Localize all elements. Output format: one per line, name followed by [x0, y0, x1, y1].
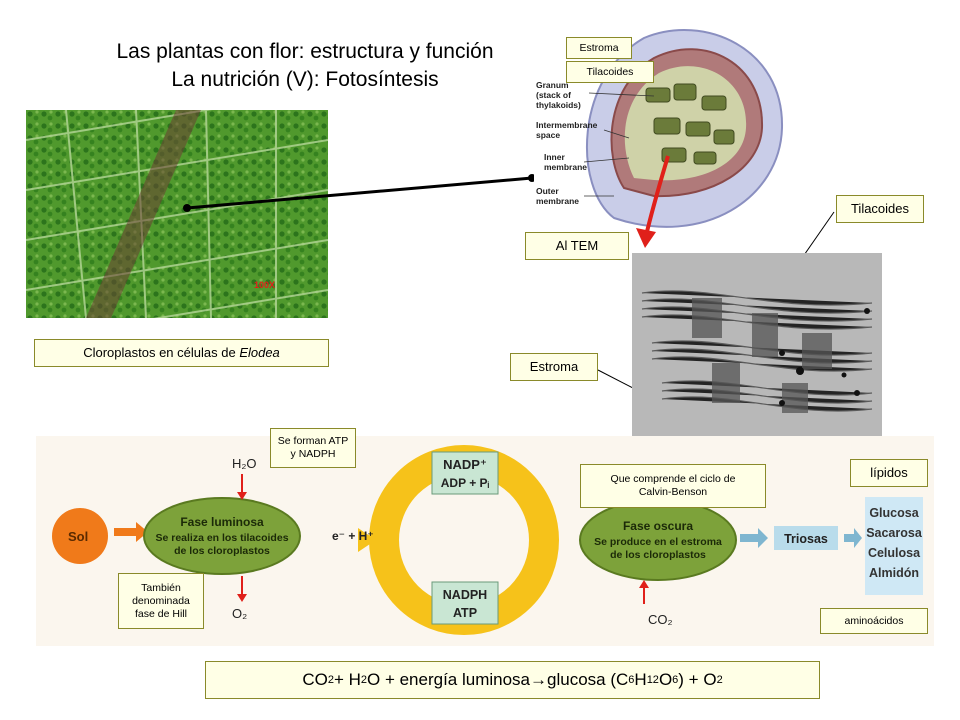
intermembrane-label-2: space: [536, 130, 560, 140]
fase-luminosa-shape: [143, 497, 301, 575]
granum-label-1: Granum: [536, 80, 569, 90]
note-hill-line-2: denominada: [132, 594, 190, 607]
fase-oscura-desc-1: Se produce en el estroma: [594, 536, 722, 548]
product-sacarosa: Sacarosa: [866, 526, 922, 540]
tag-tilacoides-tem: Tilacoides: [836, 195, 924, 223]
tem-label: Al TEM: [525, 232, 629, 260]
o2-label: O₂: [232, 606, 247, 621]
granum-label-3: thylakoids): [536, 100, 581, 110]
eq-sub-h12: 12: [646, 674, 659, 686]
eq-h: H: [634, 670, 647, 689]
eq-co2: CO: [302, 670, 328, 689]
tag-aminoacidos: aminoácidos: [820, 608, 928, 634]
fase-oscura-desc-2: de los cloroplastos: [610, 549, 706, 561]
caption-prefix: Cloroplastos en células de: [83, 345, 236, 360]
outer-membrane-label-2: membrane: [536, 196, 579, 206]
electrons-label: e⁻ + H⁺: [332, 529, 374, 543]
nadp-top-1: NADP⁺: [443, 457, 487, 472]
eq-sub-h2: 2: [360, 674, 367, 686]
fase-oscura-title: Fase oscura: [623, 519, 693, 533]
sun-shape: [52, 508, 108, 564]
granum-label-2: (stack of: [536, 90, 571, 100]
note-hill-line-1: También: [141, 581, 181, 594]
product-glucosa: Glucosa: [869, 506, 919, 520]
fase-luminosa-desc-1: Se realiza en los tilacoides: [155, 532, 288, 544]
note-atp-line-2: y NADPH: [290, 448, 336, 460]
note-calvin-line-1: Que comprende el ciclo de: [610, 473, 736, 485]
tag-estroma-tem: Estroma: [510, 353, 598, 381]
h2o-label: H₂O: [232, 456, 257, 471]
note-atp-nadph: Se forman ATP y NADPH: [270, 428, 356, 468]
intermembrane-label-1: Intermembrane: [536, 120, 598, 130]
title-line-2: La nutrición (V): Fotosíntesis: [171, 68, 439, 91]
eq-o-energia: O + energía luminosa: [367, 670, 531, 689]
red-zoom-arrow: [636, 155, 670, 248]
connector-dot-start: [183, 204, 191, 212]
micrograph-caption: Cloroplastos en células de Elodea: [34, 339, 329, 367]
process-illustration: Sol Fase luminosa Se realiza en los tila…: [52, 445, 862, 635]
tag-estroma-diagram: Estroma: [566, 37, 632, 59]
note-calvin-benson: Que comprende el ciclo de Calvin-Benson: [580, 464, 766, 508]
nadph-bottom-1: NADPH: [443, 588, 487, 602]
eq-sub-c6: 6: [628, 674, 635, 686]
co2-label: CO₂: [648, 612, 673, 627]
tem-image: [632, 253, 882, 437]
eq-sub-co2: 2: [327, 674, 334, 686]
note-calvin-line-2: Calvin-Benson: [638, 486, 708, 498]
note-atp-line-1: Se forman ATP: [277, 435, 349, 447]
elodea-micrograph: 100X: [26, 110, 328, 318]
note-fase-hill: También denominada fase de Hill: [118, 573, 204, 629]
nadph-bottom-2: ATP: [453, 606, 477, 620]
tag-tilacoides-diagram: Tilacoides: [566, 61, 654, 83]
nadp-top-box: [431, 451, 499, 495]
inner-membrane-label-2: membrane: [544, 162, 587, 172]
page-title: Las plantas con flor: estructura y funci…: [60, 38, 550, 94]
products-list: Glucosa Sacarosa Celulosa Almidón: [865, 497, 923, 595]
triosas-box: [774, 526, 838, 550]
note-hill-line-3: fase de Hill: [135, 607, 187, 620]
sun-label: Sol: [68, 529, 88, 544]
eq-arrow: →: [530, 670, 548, 689]
eq-o: O: [658, 670, 673, 689]
triosas-label: Triosas: [784, 532, 828, 546]
fase-luminosa-title: Fase luminosa: [180, 515, 264, 529]
eq-sub-o6: 6: [672, 674, 679, 686]
eq-glucosa: glucosa (C: [547, 670, 629, 689]
outer-membrane-label-1: Outer: [536, 186, 559, 196]
product-celulosa: Celulosa: [867, 546, 921, 560]
elodea-micrograph-image: 100X: [26, 110, 328, 318]
tem-micrograph: [632, 253, 882, 437]
eq-close-o: ) + O: [678, 670, 717, 689]
tag-lipidos: lípidos: [850, 459, 928, 487]
eq-sub-o2: 2: [716, 674, 723, 686]
scale-label: 100X: [254, 280, 275, 290]
fase-luminosa-desc-2: de los cloroplastos: [174, 545, 270, 557]
inner-membrane-label-1: Inner: [544, 152, 565, 162]
product-almidon: Almidón: [869, 566, 919, 580]
zoom-connector-line: [186, 176, 533, 210]
nadph-bottom-box: [431, 581, 499, 625]
chloroplast-illustration: Granum (stack of thylakoids) Intermembra…: [536, 29, 784, 228]
eq-plus-h: + H: [333, 670, 361, 689]
caption-species: Elodea: [239, 345, 280, 360]
title-line-1: Las plantas con flor: estructura y funci…: [116, 40, 494, 63]
nadp-top-2: ADP + Pᵢ: [441, 476, 490, 490]
